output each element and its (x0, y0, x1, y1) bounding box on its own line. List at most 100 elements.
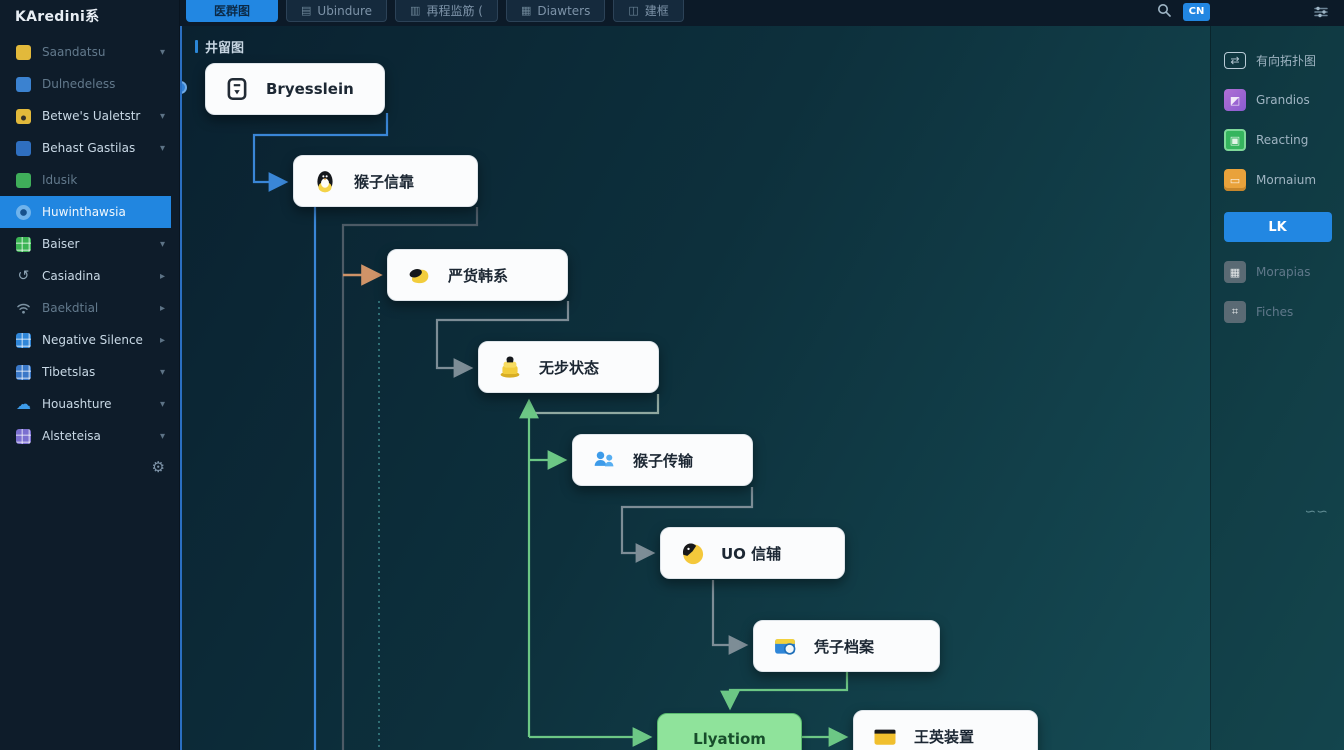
sidebar-item-dulnedeless[interactable]: Dulnedeless (0, 68, 179, 100)
node-label: Bryesslein (266, 80, 354, 98)
flow-node-device[interactable]: 王英装置 (853, 710, 1038, 750)
flow-canvas[interactable]: 井留图 (180, 26, 1210, 750)
gear-blue-icon (16, 204, 31, 220)
topbar-right: CN (1157, 0, 1344, 21)
chevron-down-icon: ▾ (159, 430, 165, 442)
refresh-icon: ↺ (17, 268, 30, 284)
flow-node-stateless[interactable]: 无步状态 (478, 341, 659, 393)
language-toggle-button[interactable]: CN (1183, 2, 1210, 21)
tab-process-monitor[interactable]: ▥ 再程监筋 ( (395, 0, 498, 22)
main-area: 医群图 ▤ Ubindure ▥ 再程监筋 ( ▦ Diawters ◫ 建框 (180, 0, 1344, 750)
panel-item-label: Reacting (1256, 133, 1309, 147)
content-area: 井留图 (180, 26, 1344, 750)
node-label: 猴子信靠 (354, 172, 415, 191)
tab-panel[interactable]: ◫ 建框 (613, 0, 684, 22)
sidebar-item-alsteteisa[interactable]: Alsteteisa ▾ (0, 420, 179, 452)
flow-node-uo-info[interactable]: UO 信辅 (660, 527, 845, 579)
chevron-down-icon: ▾ (159, 110, 165, 122)
topbar: 医群图 ▤ Ubindure ▥ 再程监筋 ( ▦ Diawters ◫ 建框 (180, 0, 1344, 26)
sidebar-item-betwes-ualetstr[interactable]: Betwe's Ualetstr ▾ (0, 100, 179, 132)
chevron-right-icon: ▸ (159, 334, 165, 346)
cloud-blue-icon: ☁ (16, 394, 31, 413)
app-title: KAredini系 (15, 9, 100, 25)
sidebar-item-tibetslas[interactable]: Tibetslas ▾ (0, 356, 179, 388)
node-label: UO 信辅 (721, 544, 782, 563)
tab-ubindure[interactable]: ▤ Ubindure (286, 0, 388, 22)
panel-item-grandios[interactable]: ◩ Grandios (1211, 80, 1344, 120)
sidebar-item-label: Baekdtial (42, 301, 99, 315)
sidebar-item-label: Negative Silence (42, 333, 143, 347)
panel-item-label: Grandios (1256, 93, 1310, 107)
sidebar-item-label: Betwe's Ualetstr (42, 109, 141, 123)
doc-blue-icon (16, 76, 31, 92)
node-label: 严货韩系 (448, 266, 509, 285)
flow-edges (252, 113, 849, 750)
panel-item-fiches[interactable]: ⌗ Fiches (1211, 292, 1344, 332)
lock-yellow-icon (16, 108, 31, 124)
search-icon[interactable] (1157, 2, 1171, 21)
sidebar-item-label: Houashture (42, 397, 112, 411)
sidebar-item-houashture[interactable]: ☁ Houashture ▾ (0, 388, 179, 420)
folder-yellow-icon (16, 44, 31, 60)
chevron-down-icon: ▾ (159, 238, 165, 250)
flow-node-llyatiom[interactable]: Llyatiom (657, 713, 802, 750)
flow-node-strict-system[interactable]: 严货韩系 (387, 249, 568, 301)
tab-flow-diagram[interactable]: 医群图 (186, 0, 278, 22)
pycharm-icon (677, 539, 707, 567)
sidebar-item-negative-silence[interactable]: Negative Silence ▸ (0, 324, 179, 356)
node-label: 猴子传输 (633, 451, 694, 470)
sidebar-item-label: Dulnedeless (42, 77, 116, 91)
sidebar-item-label: Baiser (42, 237, 80, 251)
orange-block-icon: ▭ (1224, 169, 1246, 191)
topology-card-icon: ⇄ (1224, 51, 1246, 69)
doc-blue-icon (16, 140, 31, 156)
primary-action-button[interactable]: LK (1223, 212, 1332, 242)
flow-node-bryesslein[interactable]: Bryesslein (205, 63, 385, 115)
canvas-section-label: 井留图 (195, 37, 244, 56)
panel-item-topology[interactable]: ⇄ 有向拓扑图 (1211, 40, 1344, 80)
flow-node-monkey-info[interactable]: 猴子信靠 (293, 155, 478, 207)
penguin-icon (310, 167, 340, 195)
sidebar-item-idusik[interactable]: Idusik (0, 164, 179, 196)
sidebar-item-huwinthawsia[interactable]: Huwinthawsia (0, 196, 171, 228)
sidebar-item-behast-gastilas[interactable]: Behast Gastilas ▾ (0, 132, 179, 164)
grid-blue-icon (16, 332, 31, 348)
sidebar-item-saandatsu[interactable]: Saandatsu ▾ (0, 36, 179, 68)
node-label: 凭子档案 (814, 637, 875, 656)
node-label: 王英装置 (914, 727, 975, 746)
wifi-icon (16, 301, 31, 316)
right-panel: ⇄ 有向拓扑图 ◩ Grandios ▣ Reacting ▭ Mornaium… (1210, 26, 1344, 750)
tab-diawters[interactable]: ▦ Diawters (505, 0, 606, 22)
label-accent-bar (195, 40, 198, 53)
panel-item-label: 有向拓扑图 (1256, 53, 1317, 68)
grid-icon: ▦ (520, 4, 532, 17)
panel-item-mornaium[interactable]: ▭ Mornaium (1211, 160, 1344, 200)
collapse-handle-icon[interactable]: ∽∽ (1304, 504, 1328, 520)
sidebar-item-label: Behast Gastilas (42, 141, 136, 155)
gray-chart-icon: ⌗ (1224, 301, 1246, 323)
sidebar-item-baekdtial[interactable]: Baekdtial ▸ (0, 292, 179, 324)
grid-green-icon (16, 236, 31, 252)
flow-node-archive[interactable]: 凭子档案 (753, 620, 940, 672)
chevron-down-icon: ▾ (159, 142, 165, 154)
panel-item-morapias[interactable]: ▦ Morapias (1211, 252, 1344, 292)
chevron-down-icon: ▾ (159, 366, 165, 378)
grid-purple-icon (16, 428, 31, 444)
chevron-right-icon: ▸ (159, 302, 165, 314)
sidebar-item-label: Idusik (42, 173, 78, 187)
green-block-icon: ▣ (1224, 129, 1246, 151)
settings-gear-icon[interactable]: ⚙ (151, 458, 165, 476)
node-label: 无步状态 (539, 358, 600, 377)
sliders-icon[interactable] (1222, 5, 1344, 19)
canvas-handle-dot[interactable] (182, 81, 187, 94)
list-icon: ▥ (410, 4, 421, 17)
panel-icon: ◫ (628, 4, 639, 17)
document-lock-icon (222, 76, 252, 102)
panel-item-reacting[interactable]: ▣ Reacting (1211, 120, 1344, 160)
gray-block-icon: ▦ (1224, 261, 1246, 283)
bird-yellow-icon (404, 261, 434, 289)
sidebar-item-baiser[interactable]: Baiser ▾ (0, 228, 179, 260)
flow-node-monkey-transfer[interactable]: 猴子传输 (572, 434, 753, 486)
sidebar-item-casiadina[interactable]: ↺ Casiadina ▸ (0, 260, 179, 292)
sidebar-item-label: Casiadina (42, 269, 101, 283)
